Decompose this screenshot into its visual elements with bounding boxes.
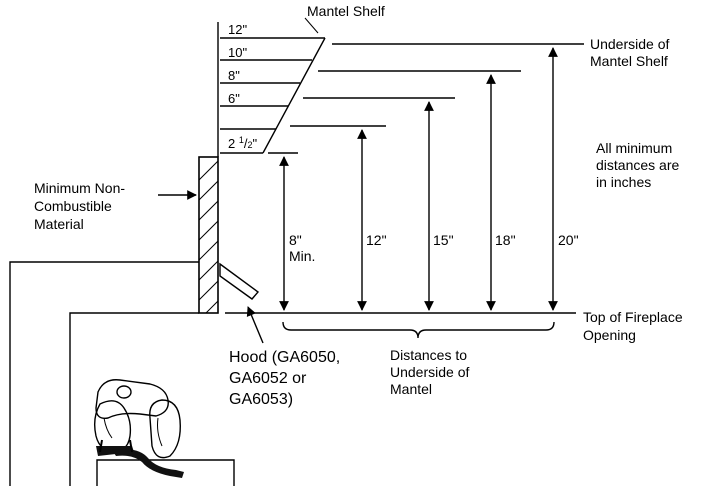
shelf-depth-8: 8"	[228, 68, 240, 83]
top-fp-label-1: Top of Fireplace	[583, 309, 683, 325]
top-fp-label-2: Opening	[583, 327, 636, 343]
underside-label-2: Mantel Shelf	[590, 53, 668, 69]
inner-opening-line	[69, 312, 199, 486]
right-labels: Underside of Mantel Shelf All minimum di…	[583, 36, 683, 343]
back-log	[95, 379, 169, 419]
all-min-label-2: distances are	[596, 157, 679, 173]
mantel-shelf-label: Mantel Shelf	[307, 3, 385, 19]
non-combustible-wall: Minimum Non- Combustible Material	[34, 156, 219, 314]
wall-hatching	[199, 160, 218, 313]
all-min-label-3: in inches	[596, 174, 651, 190]
height-label-min: Min.	[289, 248, 315, 264]
height-label-8: 8"	[289, 232, 302, 248]
noncomb-label-2: Combustible	[34, 198, 112, 214]
distances-label-3: Mantel	[390, 381, 432, 397]
height-label-20: 20"	[558, 232, 579, 248]
height-label-12: 12"	[366, 232, 387, 248]
wall-outline	[198, 156, 219, 314]
log-base	[96, 459, 235, 486]
mantel-slope-line	[262, 37, 326, 154]
hood: Hood (GA6050, GA6052 or GA6053)	[219, 262, 340, 408]
distances-brace	[282, 321, 555, 339]
right-log	[149, 399, 181, 459]
noncomb-label-3: Material	[34, 216, 84, 232]
log-grate	[99, 439, 133, 453]
hood-label-1: Hood (GA6050,	[229, 349, 340, 366]
shelf-depth-6: 6"	[228, 91, 240, 106]
log-knot	[116, 385, 132, 399]
gas-pipe	[112, 449, 184, 478]
hood-shape	[219, 262, 260, 300]
shelf-depth-10: 10"	[228, 45, 247, 60]
noncomb-label-1: Minimum Non-	[34, 180, 125, 196]
mantel-shelf-stack: 12" 10" 8" 6" 2 1/2" Mantel Shelf	[217, 3, 385, 157]
height-label-18: 18"	[495, 232, 516, 248]
shelf-depth-2-half: 2 1/2"	[228, 135, 258, 151]
reference-lines	[225, 43, 584, 314]
shelf-depth-12: 12"	[228, 22, 247, 37]
left-log	[93, 400, 132, 453]
distances-label-1: Distances to	[390, 347, 467, 363]
all-min-label-1: All minimum	[596, 140, 672, 156]
hood-leader-arrow	[246, 306, 264, 344]
hood-label-2: GA6052 or	[229, 370, 307, 387]
hood-label-3: GA6053)	[229, 391, 293, 408]
right-log-grain	[157, 417, 163, 447]
mantel-shelf-leader	[304, 17, 319, 34]
distance-arrows: 8" Min. 12" 15" 18" 20"	[279, 47, 579, 311]
outer-wall-line	[9, 261, 199, 486]
left-log-grain	[103, 417, 113, 439]
fireplace-body	[9, 261, 199, 486]
underside-label-1: Underside of	[590, 36, 669, 52]
height-label-15: 15"	[433, 232, 454, 248]
log-set-illustration	[93, 379, 235, 486]
distances-label-2: Underside of	[390, 364, 469, 380]
